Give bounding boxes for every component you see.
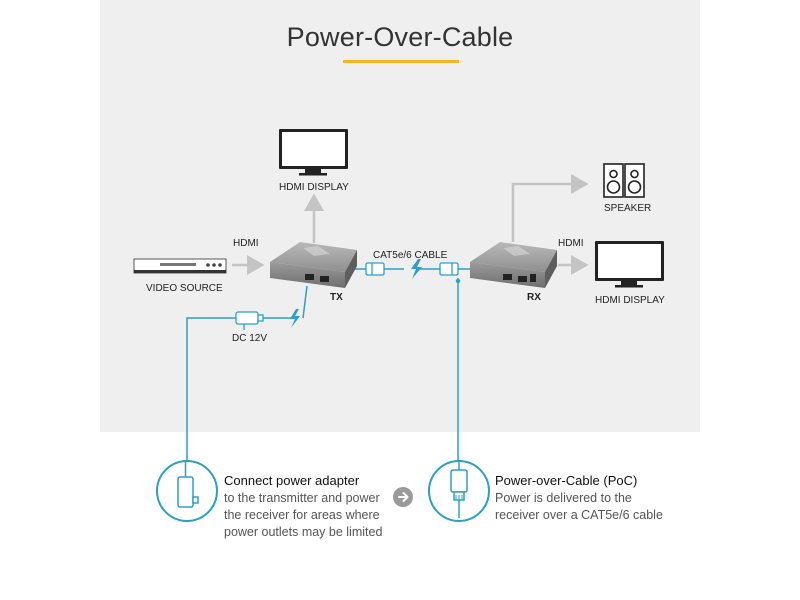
transmitter-tx-icon xyxy=(270,242,357,288)
page-title: Power-Over-Cable xyxy=(286,22,514,52)
hdmi-display-right-icon xyxy=(595,241,664,288)
dc-power-label: DC 12V xyxy=(232,333,268,344)
hdmi-input-label: HDMI xyxy=(233,238,259,249)
rj45-connector-icon xyxy=(428,460,490,522)
rj45-plug-icon xyxy=(365,262,385,276)
adapter-info-text: to the transmitter and power the receive… xyxy=(224,490,382,541)
poc-junction-dot xyxy=(455,278,461,284)
poc-info-title: Power-over-Cable (PoC) xyxy=(495,473,638,488)
poc-info-line: receiver over a CAT5e/6 cable xyxy=(495,508,663,522)
rx-label: RX xyxy=(527,292,541,303)
lightning-icon xyxy=(290,309,300,328)
speaker-label: SPEAKER xyxy=(604,203,652,214)
poc-info-line: Power is delivered to the xyxy=(495,491,632,505)
tx-label: TX xyxy=(330,292,343,303)
power-adapter-line xyxy=(186,317,236,462)
arrow-right-icon xyxy=(393,487,413,507)
hdmi-display-top-icon xyxy=(279,129,348,176)
rj45-plug-icon xyxy=(439,262,459,276)
diagram-panel xyxy=(100,0,700,432)
arrow-rx-to-speaker xyxy=(511,174,589,242)
video-source-label: VIDEO SOURCE xyxy=(146,283,223,294)
hdmi-display-top-label: HDMI DISPLAY xyxy=(279,182,349,193)
adapter-info-line: the receiver for areas where xyxy=(224,508,380,522)
receiver-rx-icon xyxy=(470,242,557,288)
lightning-icon xyxy=(411,259,422,279)
hdmi-display-right-label: HDMI DISPLAY xyxy=(595,295,665,306)
adapter-info-line: to the transmitter and power xyxy=(224,491,380,505)
dc-to-tx-line xyxy=(302,285,308,319)
adapter-info-title: Connect power adapter xyxy=(224,473,360,488)
hdmi-output-label: HDMI xyxy=(558,238,584,249)
title-underline xyxy=(343,60,459,63)
video-source-icon xyxy=(133,258,227,274)
cable-label: CAT5e/6 CABLE xyxy=(373,250,448,261)
power-adapter-icon xyxy=(156,460,218,522)
adapter-info-line: power outlets may be limited xyxy=(224,525,383,539)
dc-adapter-icon xyxy=(235,311,264,330)
poc-info-text: Power is delivered to the receiver over … xyxy=(495,490,663,524)
speaker-icon xyxy=(603,163,645,198)
